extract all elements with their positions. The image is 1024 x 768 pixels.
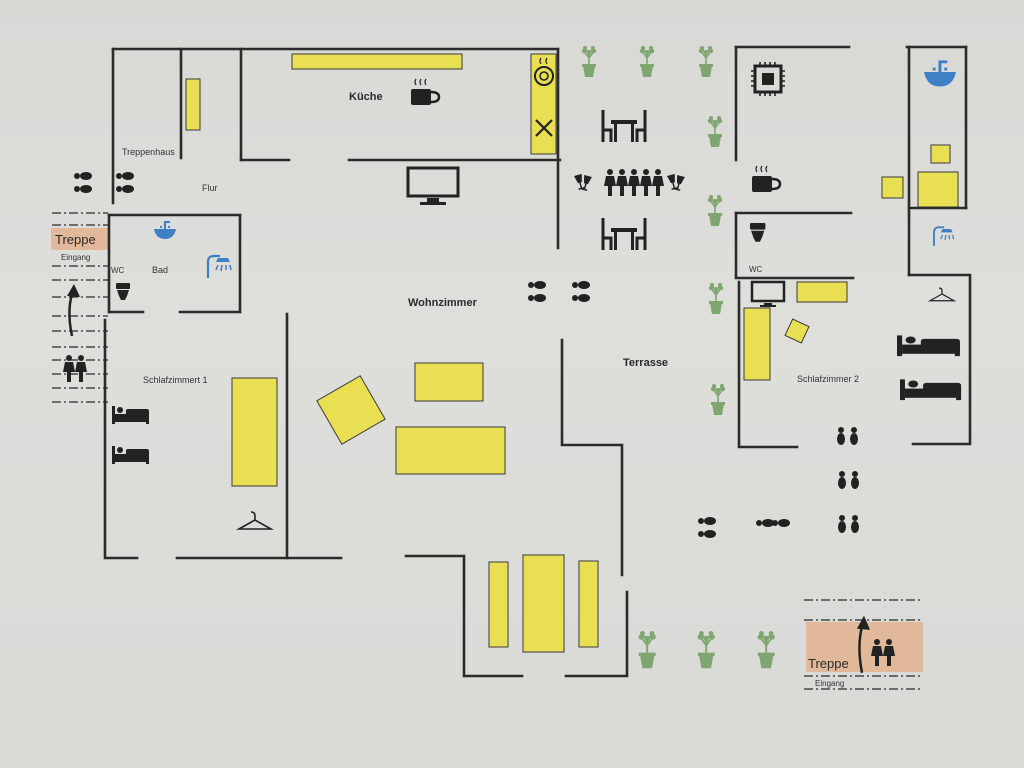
dining-table-icon (601, 108, 647, 144)
east-stair-highlight (806, 622, 923, 672)
label-east-stairs: Treppe (808, 656, 849, 671)
dining-table (522, 554, 565, 653)
sink-icon (153, 221, 177, 240)
label-bedroom-1: Schlafzimmert 1 (143, 375, 208, 385)
arrow-up-icon (65, 282, 82, 338)
cutlery-icon (535, 119, 553, 137)
bedroom-2-chair (784, 318, 810, 344)
chip-icon (751, 62, 785, 96)
utility-box-small-2 (881, 176, 904, 199)
kitchen-stove-counter (530, 53, 557, 155)
hanger-icon (238, 511, 272, 530)
label-bathroom: Bad (152, 265, 169, 275)
bedroom-2-wardrobe (743, 307, 771, 381)
plant-icon (706, 194, 724, 227)
label-hallway: Flur (202, 183, 218, 193)
people-icon (604, 169, 664, 196)
shower-icon (933, 226, 955, 247)
label-bedroom-2: Schlafzimmer 2 (797, 374, 860, 384)
plant-icon (709, 383, 727, 416)
label-terrace: Terrasse (623, 357, 669, 369)
stairwell-shelf (185, 78, 201, 131)
footprints-icon (838, 471, 859, 489)
furniture-layer (185, 53, 959, 653)
plant-icon (706, 115, 724, 148)
label-wc-east: WC (749, 265, 763, 274)
sink-icon (922, 60, 958, 88)
plant-icon (637, 630, 657, 670)
dining-table-icon (601, 216, 647, 252)
plant-icon (756, 630, 776, 670)
label-east-entrance: Eingang (815, 679, 845, 688)
label-wc-west: WC (111, 266, 125, 275)
west-stair-steps (52, 212, 108, 403)
bed-icon (112, 446, 149, 464)
dining-bench-left (488, 561, 509, 648)
plant-icon (580, 45, 598, 78)
bed-icon (112, 406, 149, 424)
dining-bench-right (578, 560, 599, 648)
tv-icon (406, 166, 460, 205)
utility-box-small-1 (930, 144, 951, 164)
shower-icon (206, 254, 233, 280)
armchair (316, 375, 386, 445)
plant-icon (638, 45, 656, 78)
cheers-icon (666, 173, 686, 192)
hanger-icon (929, 287, 955, 302)
west-stair-highlight (51, 228, 109, 250)
sofa (395, 426, 506, 475)
toilet-icon (116, 283, 130, 300)
footprints-icon (756, 519, 790, 527)
kitchen-counter (291, 53, 463, 70)
coffee-table (414, 362, 484, 402)
plant-icon (697, 45, 715, 78)
stair-highlights (51, 228, 923, 672)
footprints-icon (698, 517, 716, 538)
footprints-icon (528, 281, 546, 302)
footprints-icon (572, 281, 590, 302)
coffee-mug-icon (409, 77, 441, 107)
label-kitchen: Küche (349, 91, 383, 103)
footprints-icon (838, 515, 859, 533)
bed-icon (900, 379, 962, 401)
bedroom-2-desk (796, 281, 848, 303)
label-stairwell: Treppenhaus (122, 147, 175, 157)
bedroom-1-wardrobe (231, 377, 278, 487)
footprints-icon (116, 172, 134, 193)
footprints-icon (837, 427, 858, 445)
coffee-mug-icon (750, 164, 782, 194)
bed-icon (897, 335, 960, 357)
label-living-room: Wohnzimmer (408, 297, 477, 309)
label-west-entrance: Eingang (61, 253, 91, 262)
footprints-icon (74, 172, 92, 193)
monitor-icon (750, 280, 786, 307)
walls (103, 45, 972, 678)
plant-icon (696, 630, 716, 670)
utility-box-large (917, 171, 959, 208)
people-icon (63, 355, 87, 382)
cheers-icon (573, 173, 593, 192)
toilet-icon (750, 223, 766, 242)
stove-icon (534, 57, 554, 86)
plant-icon (707, 282, 725, 315)
label-west-stairs: Treppe (55, 232, 96, 247)
